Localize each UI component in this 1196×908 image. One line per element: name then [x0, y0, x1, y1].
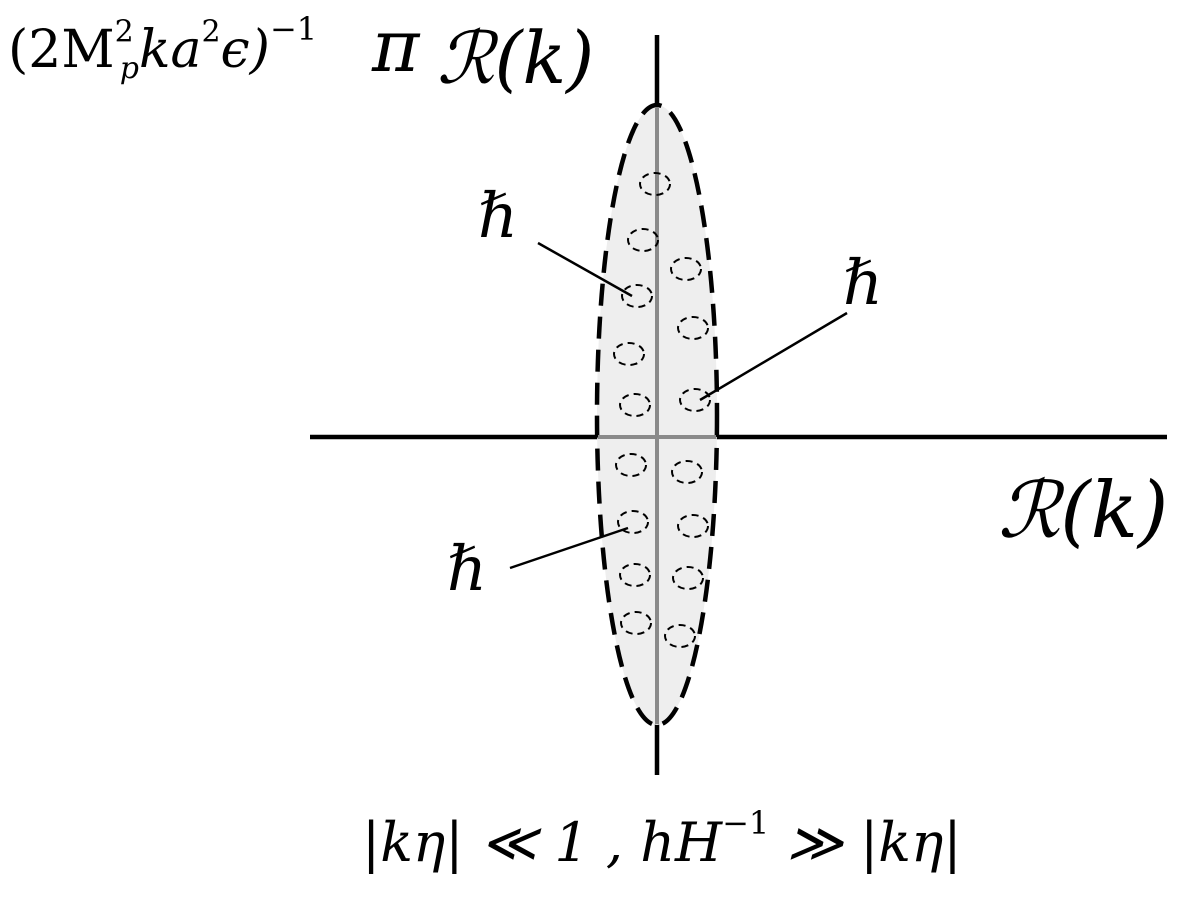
- y-axis-sup-a: 2: [201, 14, 221, 50]
- caption-second-condition: ≫ |kη|: [769, 811, 962, 874]
- quantum-cell: [617, 510, 649, 534]
- caption-first-condition: |kη| ≪ 1 ,: [362, 811, 641, 874]
- y-axis-sub-p: p: [119, 50, 139, 86]
- y-axis-epsilon: ϵ): [220, 20, 270, 80]
- quantum-cell: [615, 453, 647, 477]
- y-axis-sup-minus-one: −1: [269, 9, 318, 48]
- y-axis-paren: (2M: [8, 20, 115, 80]
- y-axis-sup-2: 2: [114, 14, 134, 50]
- regime-caption: |kη| ≪ 1 , hH−1 ≫ |kη|: [362, 807, 962, 870]
- quantum-cell: [619, 563, 651, 587]
- hbar-pointer-lower-left: [509, 526, 629, 570]
- quantum-cell: [672, 566, 704, 590]
- caption-sup-minus-one: −1: [722, 803, 770, 842]
- x-axis-R-of-k: ℛ(k): [998, 466, 1169, 556]
- y-axis-label: (2M2pka2ϵ)−1: [8, 13, 317, 83]
- caption-hH: hH: [640, 811, 723, 874]
- quantum-cells: [613, 172, 711, 648]
- quantum-cell: [621, 284, 653, 308]
- hbar-label-lower-left: ℏ: [447, 532, 487, 605]
- quantum-cell: [664, 624, 696, 648]
- hbar-pointer-upper-left: [537, 241, 633, 298]
- quantum-cell: [627, 228, 659, 252]
- hbar-label-right: ℏ: [843, 246, 883, 319]
- y-axis-R-of-k: ℛ(k): [437, 16, 595, 100]
- y-axis-ka: ka: [138, 20, 202, 80]
- quantum-cell: [670, 257, 702, 281]
- y-axis-pi: π: [372, 4, 420, 88]
- quantum-cell: [679, 388, 711, 412]
- quantum-cell: [620, 611, 652, 635]
- quantum-cell: [613, 342, 645, 366]
- quantum-cell: [639, 172, 671, 196]
- quantum-cell: [671, 460, 703, 484]
- quantum-cell: [677, 514, 709, 538]
- quantum-cell: [619, 393, 651, 417]
- hbar-pointer-right: [699, 311, 848, 402]
- quantum-cell: [677, 316, 709, 340]
- hbar-label-upper-left: ℏ: [478, 179, 518, 252]
